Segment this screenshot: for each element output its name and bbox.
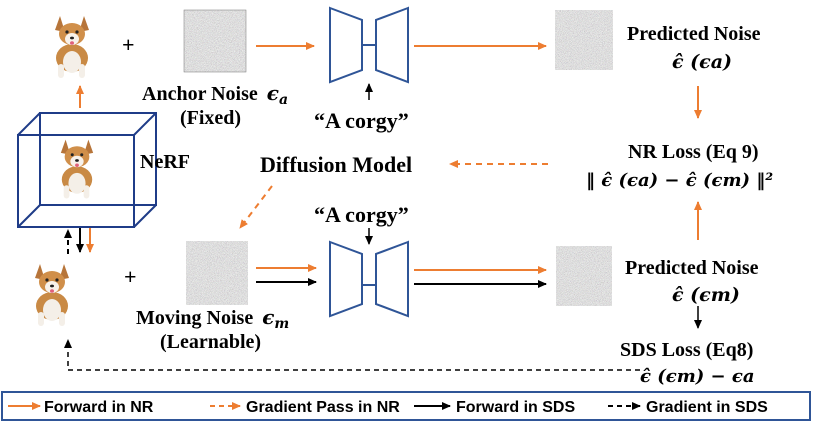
svg-text:Forward in SDS: Forward in SDS	[456, 399, 575, 416]
nr-loss-expr: ‖ ϵ̂ (ϵa) − ϵ̂ (ϵm) ‖²	[586, 170, 773, 191]
unet-icon-bottom	[329, 240, 409, 318]
svg-text:Gradient Pass in NR: Gradient Pass in NR	[246, 399, 400, 416]
prompt-top: “A corgy”	[314, 108, 409, 133]
nr-loss-label: NR Loss (Eq 9)	[628, 141, 759, 163]
svg-text:Forward in NR: Forward in NR	[44, 399, 154, 416]
arrow-sds-gradient-return	[64, 339, 640, 371]
predicted-noise-bottom-label: Predicted Noise	[625, 257, 759, 279]
noise-image-moving	[186, 241, 248, 305]
svg-text:Gradient in SDS: Gradient in SDS	[646, 399, 768, 416]
moving-noise-label: Moving Noise ϵm	[136, 305, 289, 332]
sds-loss-expr: ϵ̂ (ϵm) − ϵa	[640, 366, 755, 387]
legend-gradient-nr: Gradient Pass in NR	[210, 399, 400, 416]
arrow-diffusion-to-moving-noise	[239, 185, 273, 229]
noise-image-predicted-bottom	[556, 246, 612, 306]
legend-gradient-sds: Gradient in SDS	[608, 399, 768, 416]
anchor-noise-label: Anchor Noise ϵa	[142, 81, 288, 108]
nerf-label: NeRF	[140, 151, 190, 173]
plus-sign-bottom: +	[124, 264, 137, 289]
corgi-image-bottom	[35, 264, 69, 326]
legend: Forward in NR Gradient Pass in NR Forwar…	[1, 391, 811, 421]
predicted-noise-top-expr: ϵ̂ (ϵa)	[672, 51, 732, 73]
prompt-bottom: “A corgy”	[314, 202, 409, 227]
plus-sign-top: +	[122, 32, 135, 57]
nerf-cube-icon	[17, 112, 157, 228]
predicted-noise-top-label: Predicted Noise	[627, 23, 761, 45]
learnable-label: (Learnable)	[160, 331, 261, 353]
sds-loss-label: SDS Loss (Eq8)	[620, 339, 753, 361]
unet-icon-top	[329, 6, 409, 84]
noise-image-predicted-top	[555, 10, 613, 70]
diffusion-model-label: Diffusion Model	[260, 152, 412, 177]
corgi-image-nerf	[60, 139, 94, 199]
corgi-image-top	[55, 16, 89, 78]
legend-forward-sds: Forward in SDS	[414, 399, 575, 416]
predicted-noise-bottom-expr: ϵ̂ (ϵm)	[672, 284, 740, 306]
noise-image-anchor	[183, 9, 247, 73]
fixed-label: (Fixed)	[180, 107, 241, 129]
legend-forward-nr: Forward in NR	[8, 399, 154, 416]
